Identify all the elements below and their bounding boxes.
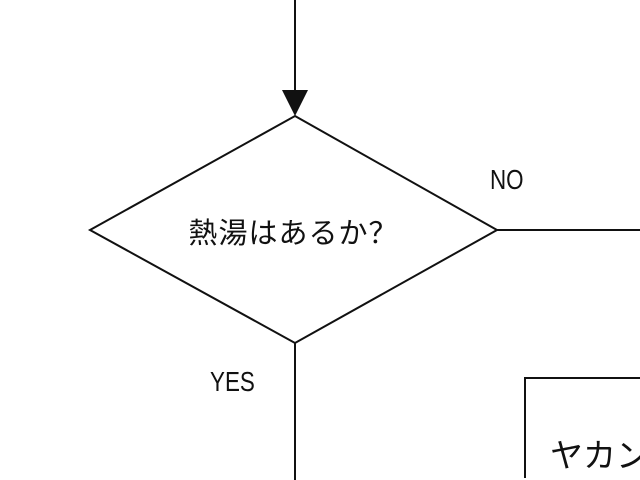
process-box: ヤカン <box>524 377 640 478</box>
no-label: NO <box>490 164 524 195</box>
process-box-text: ヤカン <box>550 436 640 475</box>
yes-label: YES <box>210 366 255 397</box>
decision-question: 熱湯はあるか？ <box>188 216 399 250</box>
arrowhead <box>282 90 308 116</box>
